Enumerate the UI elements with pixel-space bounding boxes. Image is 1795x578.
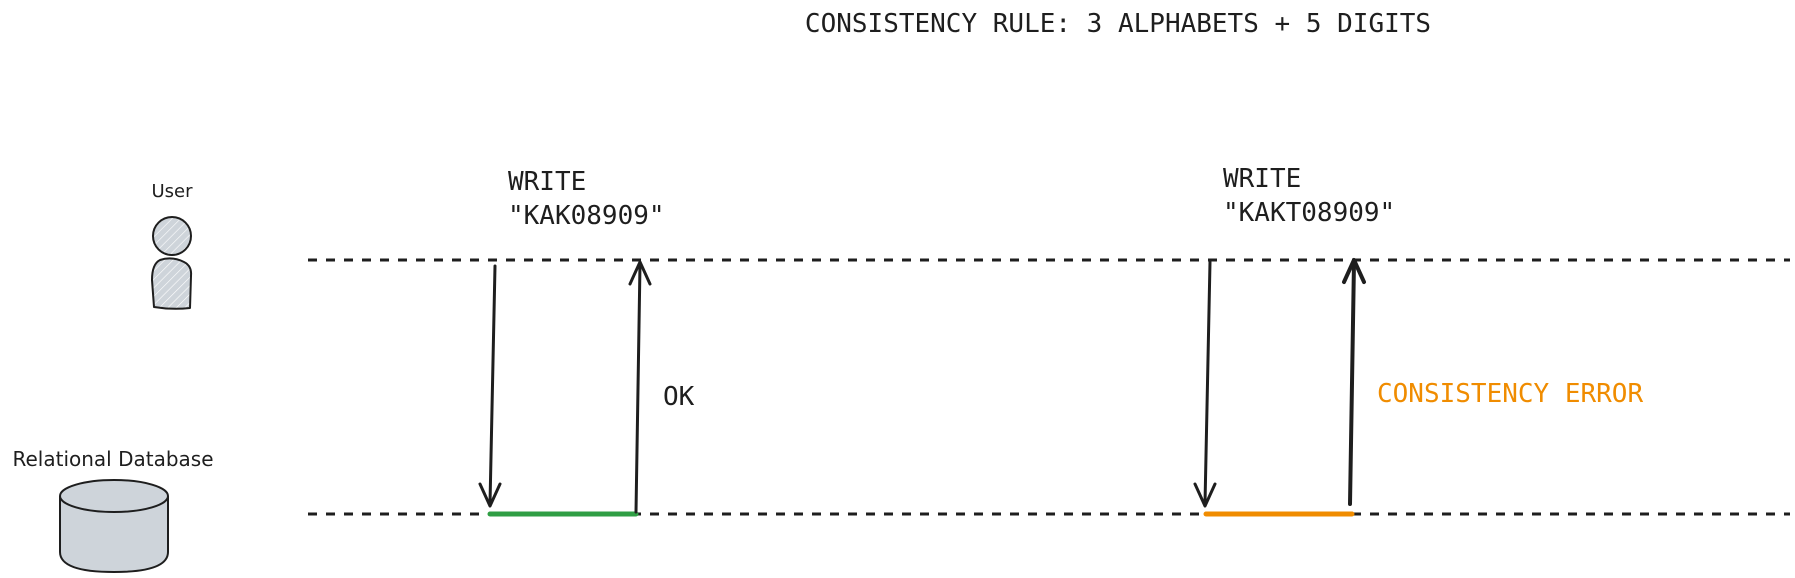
error-response-arrow	[1342, 258, 1366, 506]
error-response-label: CONSISTENCY ERROR	[1377, 379, 1643, 409]
scenario-valid-write: WRITE "KAK08909" OK	[478, 167, 695, 517]
user-label: User	[151, 181, 193, 202]
database-cylinder-icon	[59, 479, 169, 574]
database-label: Relational Database	[12, 447, 213, 471]
scenario-invalid-write: WRITE "KAKT08909" CONSISTENCY ERROR	[1193, 164, 1643, 517]
write-action-label: WRITE	[1223, 164, 1301, 194]
ok-response-arrow	[628, 260, 652, 514]
ok-response-label: OK	[663, 382, 695, 412]
diagram-title: CONSISTENCY RULE: 3 ALPHABETS + 5 DIGITS	[805, 9, 1431, 39]
write-value-label: "KAK08909"	[508, 201, 665, 231]
write-request-arrow	[1193, 260, 1217, 508]
person-icon	[151, 216, 193, 310]
write-request-arrow	[478, 264, 502, 508]
write-action-label: WRITE	[508, 167, 586, 197]
write-value-label: "KAKT08909"	[1223, 198, 1395, 228]
